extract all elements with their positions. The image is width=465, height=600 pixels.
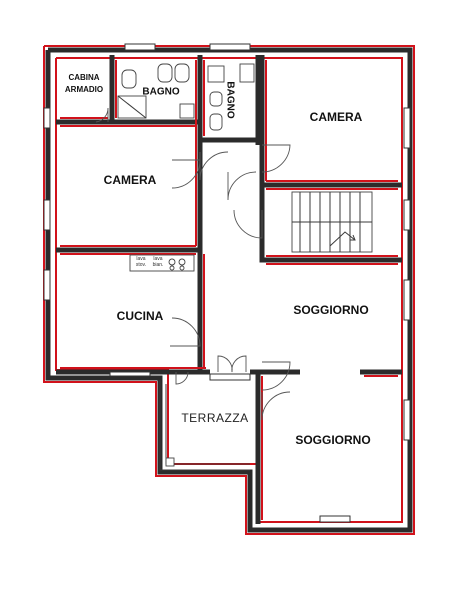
label-soggiorno-2: SOGGIORNO xyxy=(295,433,370,447)
sink-label-1-line2: stov. xyxy=(136,262,146,268)
label-bagno-1: BAGNO xyxy=(142,87,179,98)
label-camera-1: CAMERA xyxy=(104,173,157,187)
window-icon xyxy=(403,199,411,231)
sink-label-1-line1: lava xyxy=(136,256,145,262)
sink-icon xyxy=(179,103,195,119)
burner-icon xyxy=(169,265,175,271)
door-icon xyxy=(227,171,257,201)
staircase xyxy=(291,191,373,253)
window-icon xyxy=(209,43,251,51)
door-icon xyxy=(261,144,291,173)
burner-icon xyxy=(179,265,185,271)
door-icon xyxy=(217,355,233,373)
bidet-icon xyxy=(157,63,173,83)
door-icon xyxy=(261,361,291,391)
window-icon xyxy=(43,107,51,129)
label-soggiorno-1: SOGGIORNO xyxy=(293,303,368,317)
window-icon xyxy=(319,515,351,523)
sink-label-2-line2: bian. xyxy=(153,262,164,268)
label-cabina-armadio-1: CABINA xyxy=(68,73,99,82)
window-icon xyxy=(403,107,411,149)
door-icon xyxy=(175,371,189,385)
door-icon xyxy=(170,317,201,347)
door-swings xyxy=(95,107,291,421)
door-icon xyxy=(233,209,263,239)
label-camera-2: CAMERA xyxy=(310,110,363,124)
toilet-icon xyxy=(121,69,137,89)
window-icon xyxy=(43,199,51,231)
door-icon xyxy=(261,391,291,421)
window-icon xyxy=(43,269,51,301)
sink-label-2-line1: lava xyxy=(153,256,162,262)
windows xyxy=(43,43,411,523)
burner-icon xyxy=(178,258,186,266)
bidet-icon xyxy=(209,91,223,107)
window-icon xyxy=(403,399,411,441)
window-icon xyxy=(109,371,151,377)
label-cabina-armadio-2: ARMADIO xyxy=(65,85,103,94)
toilet-icon xyxy=(209,113,223,131)
window-icon xyxy=(403,279,411,321)
terrace-rail xyxy=(159,380,250,471)
label-bagno-2: BAGNO xyxy=(224,81,235,118)
toilet-icon xyxy=(174,63,190,83)
label-terrazza: TERRAZZA xyxy=(181,411,248,425)
door-icon xyxy=(231,355,247,373)
bathroom-2-fixtures xyxy=(207,63,255,131)
burner-icon xyxy=(168,258,176,266)
label-cucina: CUCINA xyxy=(117,309,164,323)
sink-icon xyxy=(239,63,255,83)
window-icon xyxy=(124,43,156,51)
kitchen-counter xyxy=(129,254,195,272)
interior-wall-accent xyxy=(60,60,398,520)
shower-icon xyxy=(207,65,225,83)
bathroom-1-fixtures xyxy=(117,63,195,119)
door-icon xyxy=(95,107,109,123)
window-icon xyxy=(209,373,251,381)
door-icon xyxy=(199,151,229,181)
room-labels: CABINA ARMADIO BAGNO BAGNO CAMERA CAMERA… xyxy=(65,73,371,447)
terrace-post xyxy=(165,457,175,467)
fixture-labels: lava stov. lava bian. xyxy=(136,256,164,268)
